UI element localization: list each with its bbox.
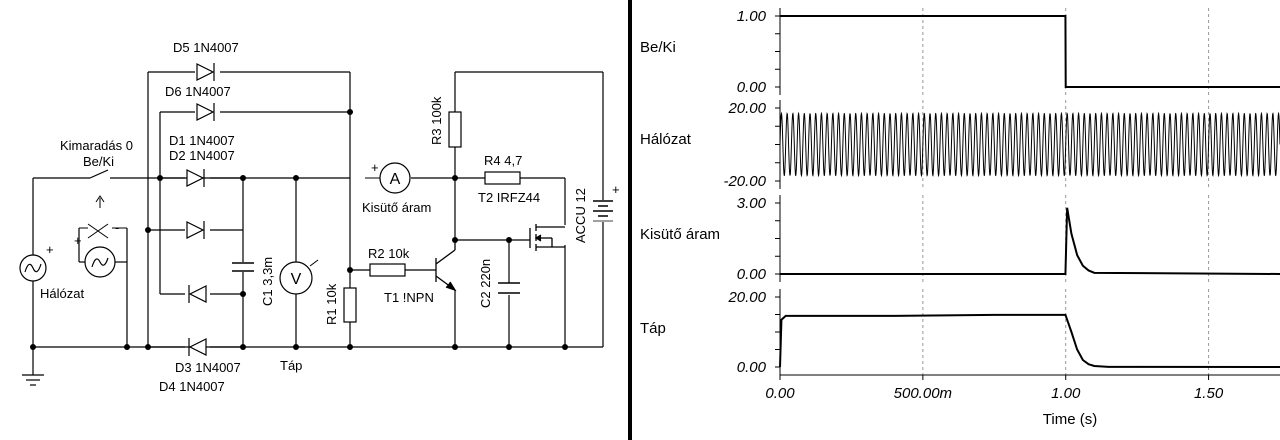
y-tick-label: 20.00 (727, 100, 766, 117)
label-switch: Be/Ki (83, 154, 114, 169)
y-tick-label: 1.00 (737, 8, 767, 25)
svg-text:V: V (291, 271, 302, 288)
series-line (780, 207, 1280, 275)
x-tick-label: 1.50 (1194, 385, 1224, 402)
svg-text:-: - (115, 220, 119, 235)
label-meter: Kisütő áram (362, 200, 431, 215)
x-tick-label: 0.00 (765, 385, 795, 402)
capacitor-c1 (232, 262, 254, 272)
wires (22, 71, 604, 386)
label-mains: Hálózat (40, 286, 84, 301)
capacitor-c2 (498, 282, 520, 294)
diodes (186, 63, 215, 356)
y-tick-label: 3.00 (737, 195, 767, 212)
label-accu: ACCU 12 (573, 188, 588, 243)
panel-name: Táp (640, 320, 666, 337)
svg-text:+: + (46, 242, 54, 257)
label-t1: T1 !NPN (384, 290, 434, 305)
y-tick-label: 0.00 (737, 266, 767, 283)
outage-source: +- (74, 195, 127, 278)
resistors (343, 111, 521, 323)
label-outage: Kimaradás 0 (60, 138, 133, 153)
switch-blade (89, 169, 109, 179)
label-r1: R1 10k (324, 283, 339, 325)
label-d1: D1 1N4007 (169, 133, 235, 148)
y-tick-label: 0.00 (737, 359, 767, 376)
circuit-schematic: + +- V A + (19, 40, 620, 394)
label-t2: T2 IRFZ44 (478, 190, 540, 205)
junction-dots (30, 109, 568, 350)
label-d6: D6 1N4007 (165, 84, 231, 99)
x-tick-label: 500.00m (894, 385, 952, 402)
label-d5: D5 1N4007 (173, 40, 239, 55)
mains-source: + (19, 242, 54, 282)
series-line (779, 111, 1280, 178)
transistor-t2 (529, 224, 565, 251)
svg-text:+: + (612, 182, 620, 197)
label-d4: D4 1N4007 (159, 379, 225, 394)
x-tick-label: 1.00 (1051, 385, 1081, 402)
label-r2: R2 10k (368, 246, 410, 261)
svg-text:A: A (390, 171, 401, 188)
label-c2: C2 220n (478, 259, 493, 308)
label-r3: R3 100k (429, 96, 444, 145)
y-tick-label: -20.00 (723, 173, 766, 190)
panel-name: Be/Ki (640, 39, 676, 56)
y-tick-label: 20.00 (727, 289, 766, 306)
oscilloscope-panel: 1.000.00Be/Ki20.00-20.00Hálózat3.000.00K… (640, 8, 1280, 428)
label-d3: D3 1N4007 (175, 360, 241, 375)
label-c1: C1 3,3m (260, 257, 275, 306)
transistor-t1 (435, 240, 457, 292)
pane-divider (628, 0, 632, 440)
series-line (779, 313, 1280, 368)
label-r4: R4 4,7 (484, 153, 522, 168)
y-tick-label: 0.00 (737, 79, 767, 96)
svg-text:+: + (371, 160, 379, 175)
panel-name: Kisütő áram (640, 226, 720, 243)
series-line (780, 15, 1280, 88)
panel-name: Hálózat (640, 131, 692, 148)
label-d2: D2 1N4007 (169, 148, 235, 163)
voltmeter: V (279, 259, 319, 295)
ammeter: A + (365, 160, 411, 194)
battery-accu (593, 200, 613, 222)
label-supply: Táp (280, 358, 302, 373)
x-axis-label: Time (s) (1043, 411, 1097, 428)
svg-text:+: + (74, 233, 82, 248)
